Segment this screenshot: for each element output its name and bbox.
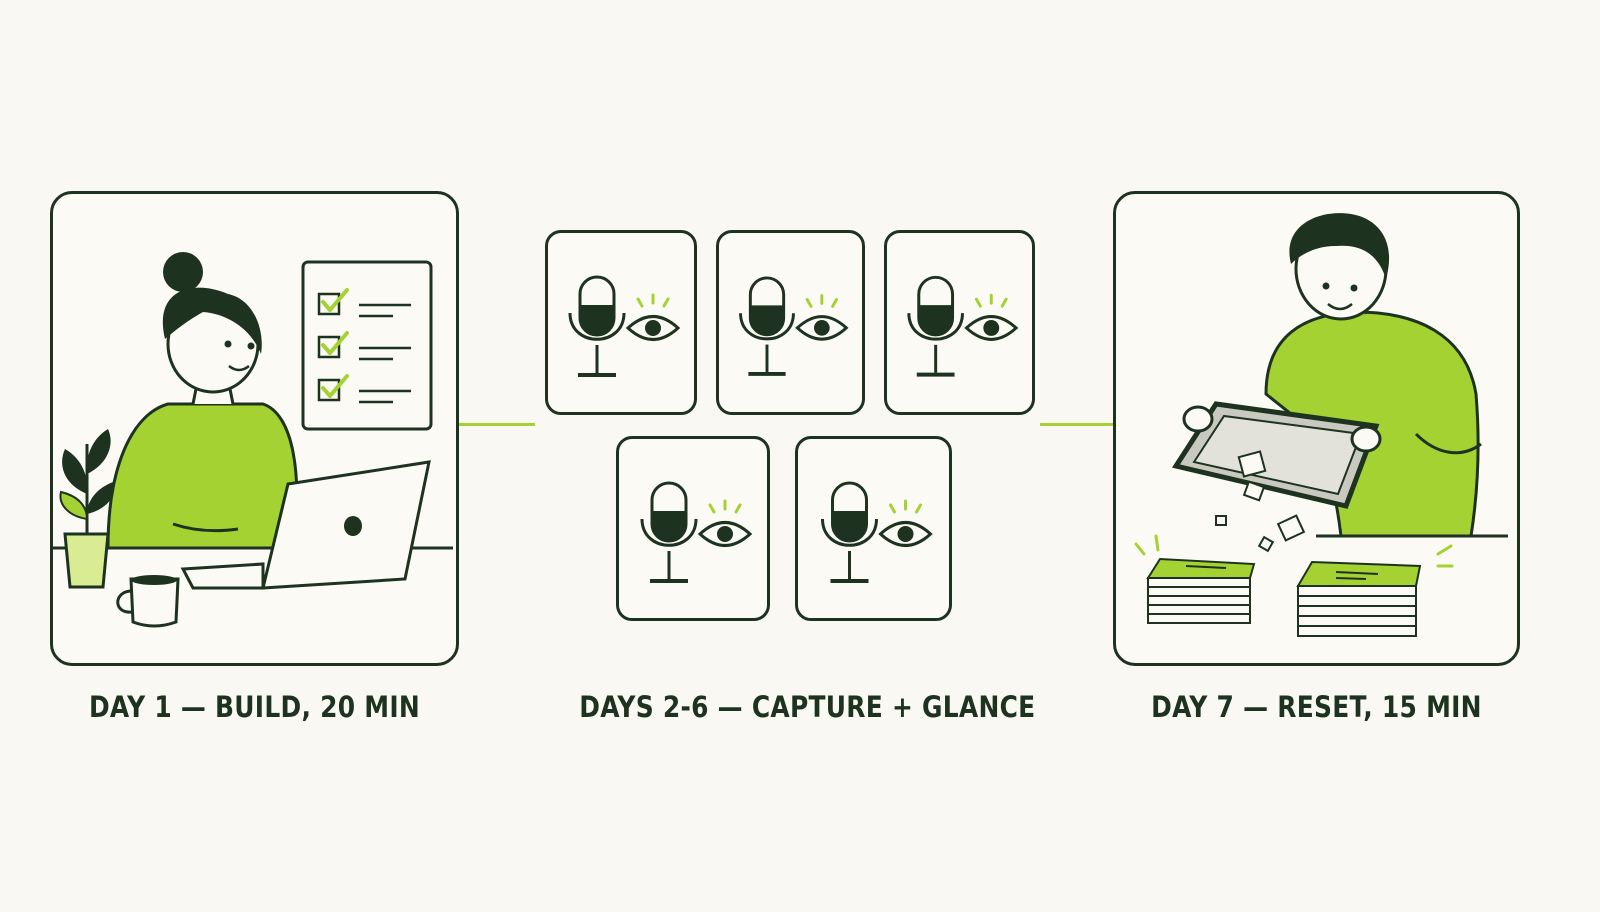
capture-card-5 bbox=[795, 436, 952, 621]
connector-line-left bbox=[459, 423, 535, 426]
capture-card-4 bbox=[616, 436, 770, 621]
card-stack-icon bbox=[1296, 560, 1422, 637]
microphone-icon bbox=[640, 481, 698, 583]
build-panel bbox=[50, 191, 459, 666]
step-caption-build: DAY 1 — BUILD, 20 MIN bbox=[88, 690, 421, 724]
card-stack-icon bbox=[1146, 557, 1256, 624]
checklist-icon bbox=[301, 260, 433, 431]
eye-icon bbox=[697, 499, 753, 547]
capture-card-icons bbox=[907, 275, 1019, 377]
microphone-icon bbox=[821, 481, 878, 583]
person-at-laptop bbox=[106, 252, 299, 550]
mug-icon bbox=[116, 575, 180, 628]
tray-icon bbox=[1171, 401, 1382, 509]
microphone-icon bbox=[907, 275, 964, 377]
microphone-icon bbox=[568, 275, 626, 377]
laptop-icon bbox=[180, 460, 431, 590]
step-caption-capture: DAYS 2-6 — CAPTURE + GLANCE bbox=[579, 690, 1036, 724]
plant-icon bbox=[59, 429, 115, 589]
eye-icon bbox=[625, 293, 681, 341]
falling-papers bbox=[1215, 450, 1306, 553]
microphone-icon bbox=[739, 276, 795, 376]
capture-card-1 bbox=[545, 230, 697, 415]
step-caption-reset: DAY 7 — RESET, 15 MIN bbox=[1151, 690, 1482, 724]
capture-card-3 bbox=[884, 230, 1035, 415]
capture-card-icons bbox=[640, 481, 753, 583]
eye-icon bbox=[878, 499, 933, 547]
eye-icon bbox=[964, 293, 1019, 341]
capture-card-icons bbox=[821, 481, 933, 583]
reset-panel bbox=[1113, 191, 1520, 666]
reset-illustration bbox=[1134, 213, 1508, 637]
connector-line-right bbox=[1040, 423, 1113, 426]
capture-card-icons bbox=[739, 276, 849, 376]
capture-card-2 bbox=[716, 230, 865, 415]
build-illustration bbox=[53, 252, 453, 628]
eye-icon bbox=[795, 294, 849, 341]
capture-card-icons bbox=[568, 275, 681, 377]
